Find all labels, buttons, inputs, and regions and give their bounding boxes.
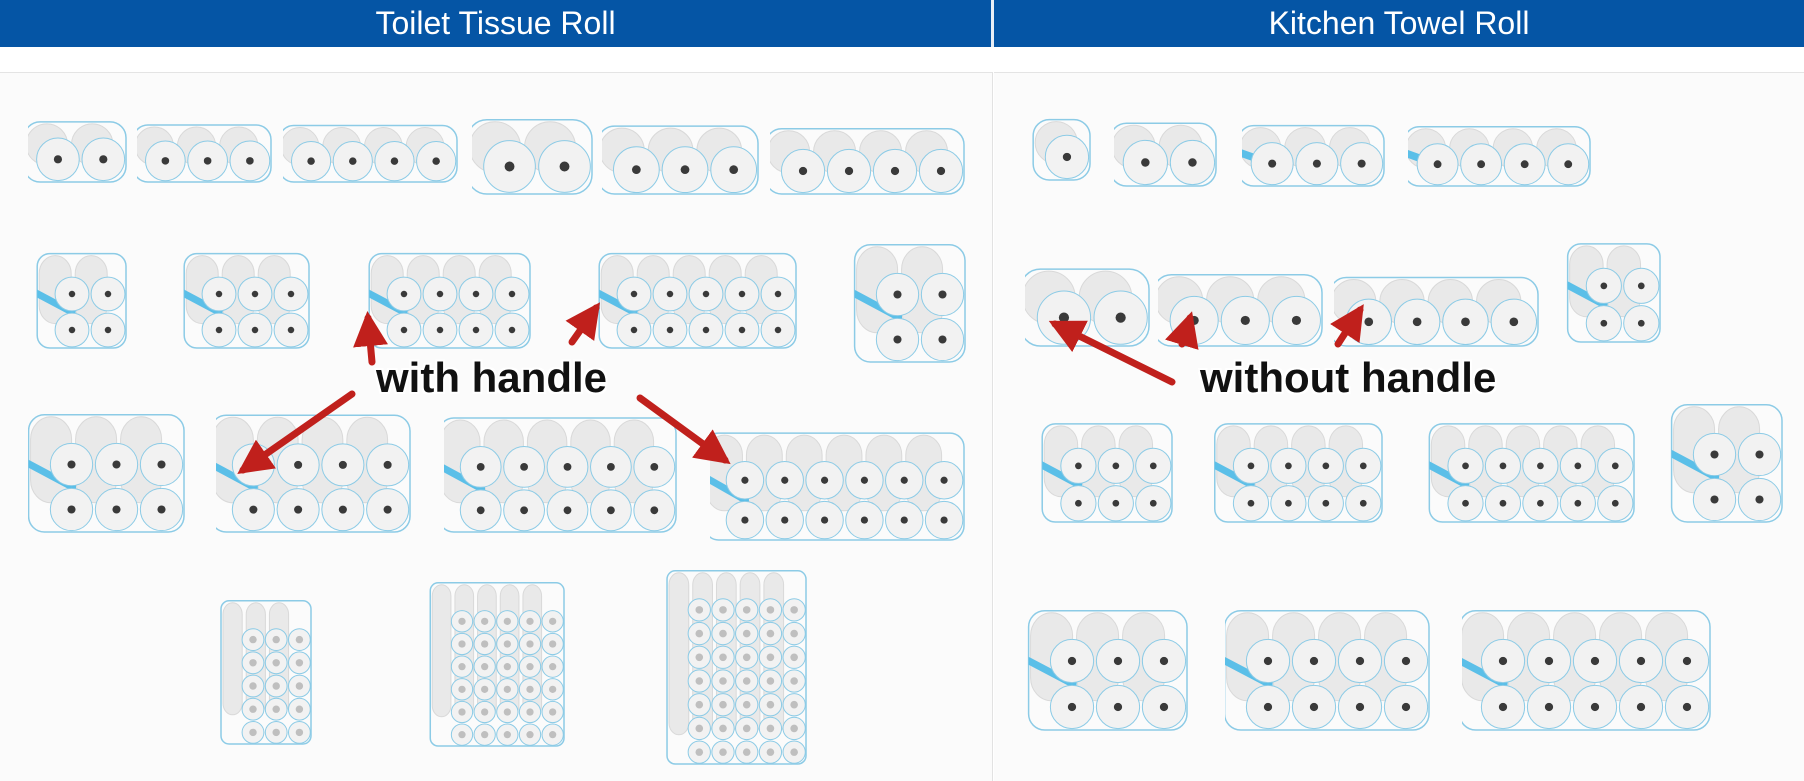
roll-pack	[1114, 122, 1217, 187]
roll-pack	[770, 128, 965, 195]
header-divider	[991, 0, 994, 47]
roll-pack	[472, 119, 593, 195]
roll-pack	[28, 121, 127, 183]
roll-pack-with-handle	[368, 252, 531, 349]
roll-pack-with-handle	[853, 244, 966, 363]
roll-pack-with-handle	[28, 414, 185, 533]
kitchen-towel-roll-title: Kitchen Towel Roll	[1268, 5, 1530, 41]
roll-pack-with-handle	[1462, 610, 1711, 731]
roll-pack-with-handle	[183, 252, 310, 349]
roll-pack-with-handle	[36, 252, 127, 349]
toilet-tissue-roll-header: Toilet Tissue Roll	[0, 0, 991, 47]
roll-pack-with-handle	[444, 417, 677, 533]
roll-pack-with-handle	[598, 252, 797, 349]
roll-pack	[429, 582, 565, 747]
roll-pack-with-handle	[1408, 126, 1591, 187]
roll-pack	[137, 124, 272, 183]
roll-pack-with-handle	[710, 432, 965, 541]
roll-pack	[1158, 273, 1323, 347]
roll-pack	[666, 570, 807, 765]
roll-pack	[283, 124, 458, 183]
handle-strip	[599, 289, 638, 318]
handle-strip	[369, 289, 408, 318]
roll-pack-with-handle	[1428, 423, 1635, 523]
roll-pack-with-handle	[1566, 243, 1661, 343]
handle-strip	[1567, 281, 1608, 311]
kitchen-towel-roll-header: Kitchen Towel Roll	[994, 0, 1804, 47]
handle-strip	[184, 289, 223, 318]
roll-pack-with-handle	[1027, 610, 1188, 731]
handle-strip	[37, 289, 76, 318]
without-handle-label: without handle	[1200, 354, 1497, 401]
roll-pack	[602, 125, 759, 195]
roll-pack-with-handle	[1214, 423, 1383, 523]
roll-pack-with-handle	[1242, 124, 1385, 187]
roll-pack-with-handle	[1041, 423, 1173, 523]
roll-pack	[1334, 276, 1539, 347]
roll-pack	[1032, 118, 1091, 181]
roll-pack-with-handle	[216, 414, 411, 533]
handle-strip	[1042, 461, 1083, 491]
roll-pack-with-handle	[1670, 404, 1783, 523]
handle-strip	[1214, 461, 1255, 491]
handle-strip	[1429, 461, 1470, 491]
roll-pack	[1025, 268, 1150, 347]
with-handle-label: with handle	[376, 354, 607, 401]
roll-pack-with-handle	[1225, 610, 1430, 731]
roll-pack	[220, 600, 312, 745]
toilet-tissue-roll-title: Toilet Tissue Roll	[375, 5, 616, 41]
